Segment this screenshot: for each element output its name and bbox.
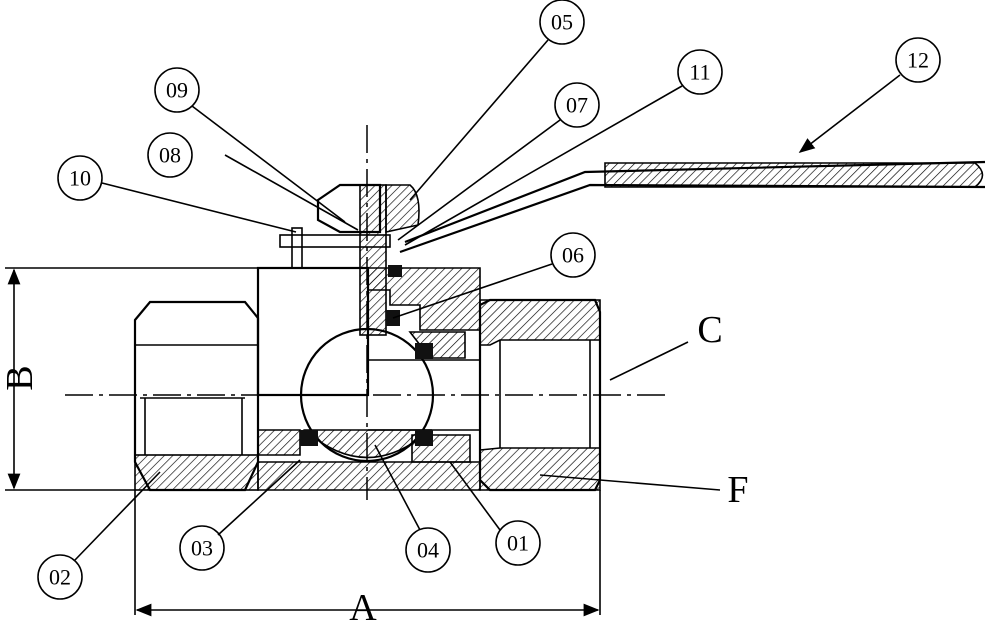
svg-text:08: 08 — [159, 143, 181, 168]
stem-assembly — [279, 160, 986, 336]
svg-text:01: 01 — [507, 531, 529, 556]
svg-text:11: 11 — [689, 60, 710, 85]
right-end-nut — [478, 298, 602, 492]
dimension-lines — [5, 267, 601, 617]
balloon-12: 12 — [895, 37, 941, 83]
balloon-03: 03 — [179, 525, 225, 571]
svg-text:06: 06 — [562, 243, 584, 268]
dimension-a-label: A — [349, 587, 377, 626]
balloon-06: 06 — [550, 232, 596, 278]
svg-text:05: 05 — [551, 10, 573, 35]
dimension-c-label: C — [697, 309, 722, 351]
svg-text:07: 07 — [566, 93, 588, 118]
svg-text:10: 10 — [69, 166, 91, 191]
dimension-f-label: F — [727, 469, 748, 511]
leader-lines — [74, 39, 901, 561]
balloon-08: 08 — [147, 132, 193, 178]
balloon-04: 04 — [405, 527, 451, 573]
dimension-b-label: B — [0, 365, 41, 390]
balloon-01: 01 — [495, 520, 541, 566]
svg-text:04: 04 — [417, 538, 439, 563]
balloon-09: 09 — [154, 67, 200, 113]
balloon-02: 02 — [37, 554, 83, 600]
left-end-nut — [133, 300, 260, 492]
svg-text:09: 09 — [166, 78, 188, 103]
svg-text:02: 02 — [49, 565, 71, 590]
balloon-11: 11 — [677, 49, 723, 95]
svg-text:03: 03 — [191, 536, 213, 561]
balloon-05: 05 — [539, 0, 585, 45]
balloon-10: 10 — [57, 155, 103, 201]
balloon-07: 07 — [554, 82, 600, 128]
svg-text:12: 12 — [907, 48, 929, 73]
